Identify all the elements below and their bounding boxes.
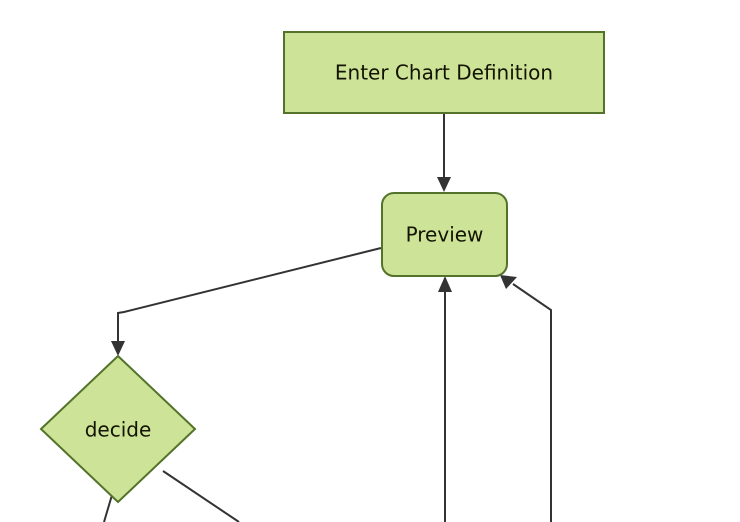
edge-preview-to-decide-line [117, 247, 382, 341]
node-decide-label: decide [85, 418, 152, 442]
edge-preview-to-decide-arrowhead [111, 341, 125, 356]
edge-decide-bottom-right[interactable] [162, 470, 240, 522]
edge-bottom-right-to-preview[interactable] [500, 275, 552, 522]
edge-bottom-left-to-preview-arrowhead [438, 276, 452, 292]
edge-layer [103, 114, 552, 522]
node-enter-chart-definition[interactable]: Enter Chart Definition [283, 31, 605, 114]
node-enter-chart-definition-label: Enter Chart Definition [335, 61, 553, 85]
node-decide[interactable]: decide [39, 354, 197, 504]
node-decide-shape [39, 354, 197, 504]
edge-bottom-right-to-preview-arrowhead [500, 275, 517, 289]
edge-bottom-right-to-preview-line [512, 283, 552, 522]
edge-decide-bottom-left[interactable] [103, 494, 113, 522]
edge-bottom-left-to-preview[interactable] [438, 276, 452, 522]
node-preview-shape [381, 192, 508, 277]
edge-enter-to-preview[interactable] [437, 114, 451, 192]
edge-preview-to-decide[interactable] [111, 247, 382, 356]
node-preview[interactable]: Preview [381, 192, 508, 277]
node-enter-chart-definition-shape [283, 31, 605, 114]
node-preview-label: Preview [406, 223, 484, 247]
node-layer: Enter Chart Definition Preview decide [39, 31, 605, 504]
edge-decide-bottom-right-line [162, 470, 240, 522]
edge-enter-to-preview-arrowhead [437, 177, 451, 192]
edge-decide-bottom-left-line [103, 494, 113, 522]
